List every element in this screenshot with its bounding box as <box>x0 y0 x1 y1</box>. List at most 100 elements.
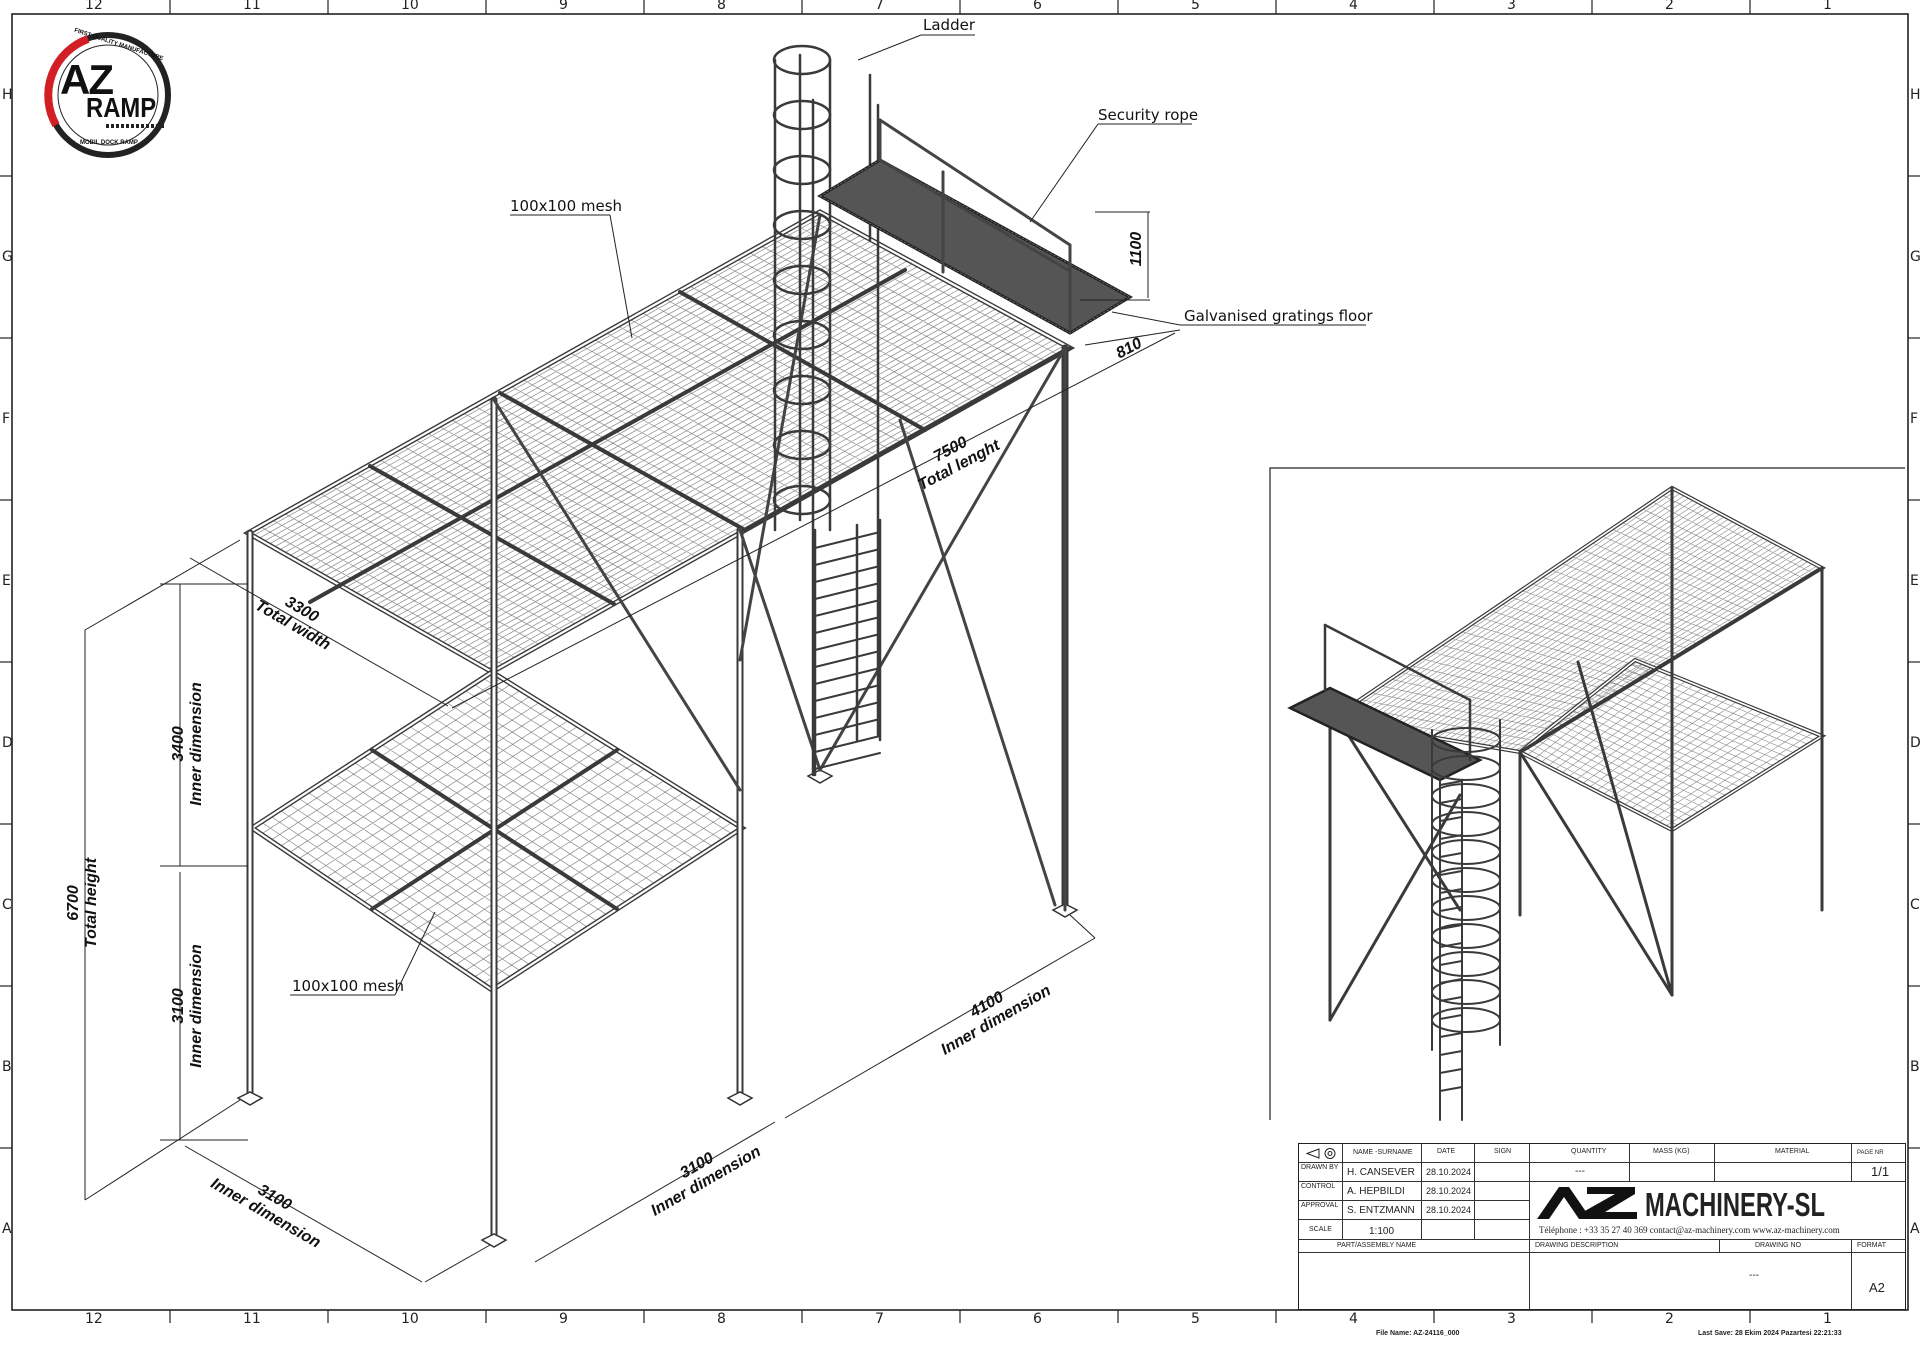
tb-row-date: 28.10.2024 <box>1426 1205 1472 1215</box>
zone-col-label-bottom: 12 <box>85 1311 103 1327</box>
dim-total-height-value: 6700 <box>65 885 83 921</box>
tb-contact: Téléphone : +33 35 27 40 369 contact@az-… <box>1539 1225 1840 1235</box>
title-block: NAME -SURNAME DATE SIGN QUANTITY MASS (K… <box>1298 1143 1906 1310</box>
tb-page-value: 1/1 <box>1871 1164 1890 1179</box>
tb-header-date: DATE <box>1437 1148 1456 1155</box>
zone-col-label-bottom: 7 <box>875 1311 884 1327</box>
inset-cage-ring <box>1431 979 1501 1005</box>
inset-ladder-rung <box>1439 996 1463 1002</box>
tb-header-mass: MASS (KG) <box>1653 1148 1690 1155</box>
inset-ladder-rung <box>1439 942 1463 948</box>
tb-header-sign: SIGN <box>1494 1148 1512 1155</box>
ladder-cage-ring <box>772 154 832 186</box>
zone-row-label-right: B <box>1910 1059 1920 1075</box>
logo-sub-text: RAMP <box>86 92 157 123</box>
ladder-cage-ring <box>772 99 832 131</box>
inset-ladder-rung <box>1439 888 1463 894</box>
ladder-cage <box>772 44 882 777</box>
logo-ring-bottom-text: MOBIL DOCK RAMP <box>80 140 138 146</box>
tb-scale-value: 1:100 <box>1369 1226 1395 1237</box>
dim-upper-inner-label: Inner dimension <box>187 682 205 806</box>
tb-header-part-name: PART/ASSEMBLY NAME <box>1337 1242 1417 1249</box>
inset-ladder-rung <box>1439 816 1463 822</box>
inset-cage-ring <box>1431 839 1501 865</box>
ladder-rung <box>814 599 881 617</box>
projection-symbol-icon <box>1305 1148 1336 1159</box>
zone-col-label-bottom: 1 <box>1823 1311 1832 1327</box>
zone-row-label-left: F <box>2 411 11 427</box>
grating-platform <box>816 158 1134 335</box>
zone-col-label-top: 2 <box>1665 0 1674 13</box>
zone-col-label-bottom: 6 <box>1033 1311 1042 1327</box>
footer-last-save: Last Save: 28 Ekim 2024 Pazartesi 22:21:… <box>1698 1330 1842 1337</box>
inset-cage-ring <box>1431 951 1501 977</box>
tb-quantity-value: --- <box>1575 1166 1585 1177</box>
ladder-rung <box>814 667 881 685</box>
callout-mesh-top: 100x100 mesh <box>510 197 623 215</box>
inset-ladder-rung <box>1439 1068 1463 1074</box>
ladder-rung <box>814 548 881 566</box>
main-structure-view <box>236 44 1134 1248</box>
tb-header-name: NAME -SURNAME <box>1353 1149 1413 1156</box>
logo-ring-icon <box>44 32 171 158</box>
zone-row-label-left: A <box>2 1221 12 1237</box>
tb-header-quantity: QUANTITY <box>1571 1148 1607 1155</box>
ladder-rung <box>814 735 881 753</box>
zone-col-label-top: 5 <box>1191 0 1200 13</box>
tb-row-name: A. HEPBILDI <box>1347 1186 1405 1197</box>
ladder-cage-ring <box>772 429 832 461</box>
zone-row-label-right: C <box>1910 897 1920 913</box>
logo-main-text: AZ <box>60 56 114 103</box>
dim-rail-height: 1100 <box>1128 231 1146 267</box>
zone-col-label-bottom: 10 <box>401 1311 419 1327</box>
zone-col-label-top: 6 <box>1033 0 1042 13</box>
az-ramp-logo: AZ RAMP FIRST QUALITY MANUFACTURE MOBIL … <box>38 28 178 160</box>
inset-cage-ring <box>1431 923 1501 949</box>
zone-row-label-left: D <box>2 735 13 751</box>
zone-col-label-top: 12 <box>85 0 103 13</box>
footer-file-name: File Name: AZ-24116_000 <box>1376 1330 1460 1337</box>
callout-mesh-bottom: 100x100 mesh <box>292 977 405 995</box>
inset-ladder-rung <box>1439 978 1463 984</box>
ladder-rung <box>814 565 881 583</box>
dim-lower-inner-value: 3100 <box>169 988 187 1024</box>
inset-ladder-rung <box>1439 924 1463 930</box>
dim-lower-inner: 3100 Inner dimension <box>170 944 206 1068</box>
tb-scale-label: SCALE <box>1309 1226 1332 1233</box>
zone-col-label-bottom: 3 <box>1507 1311 1516 1327</box>
inset-ladder-rung <box>1439 1050 1463 1056</box>
upper-deck-mesh <box>252 214 1066 670</box>
zone-row-label-right: H <box>1910 87 1920 103</box>
zone-col-label-top: 11 <box>243 0 261 13</box>
zone-row-label-right: A <box>1910 1221 1920 1237</box>
tb-format-value: A2 <box>1869 1280 1885 1295</box>
inset-ladder-rung <box>1439 1032 1463 1038</box>
ladder-cage-ring <box>772 44 832 76</box>
tb-header-material: MATERIAL <box>1775 1148 1810 1155</box>
dim-total-height: 6700 Total height <box>65 858 101 948</box>
callout-leaders <box>290 34 1366 996</box>
inset-ladder-rung <box>1439 1014 1463 1020</box>
ladder-rung <box>814 701 881 719</box>
tb-row-name: H. CANSEVER <box>1347 1167 1415 1178</box>
zone-col-label-top: 8 <box>717 0 726 13</box>
ladder-rung <box>814 718 881 736</box>
inset-cage-ring <box>1431 811 1501 837</box>
ladder-cage-ring <box>772 374 832 406</box>
inset-cage-ring <box>1431 867 1501 893</box>
inset-cage-ring <box>1431 895 1501 921</box>
zone-row-label-right: E <box>1910 573 1919 589</box>
zone-col-label-bottom: 5 <box>1191 1311 1200 1327</box>
zone-row-label-right: G <box>1910 249 1920 265</box>
zone-col-label-top: 10 <box>401 0 419 13</box>
ladder-cage-ring <box>772 209 832 241</box>
zone-row-label-left: B <box>2 1059 12 1075</box>
az-machinery-logo-icon <box>1537 1187 1637 1219</box>
inset-ladder-rung <box>1439 906 1463 912</box>
zone-col-label-bottom: 9 <box>559 1311 568 1327</box>
zone-col-label-bottom: 4 <box>1349 1311 1358 1327</box>
tb-row-date: 28.10.2024 <box>1426 1167 1472 1177</box>
inset-ladder-rung <box>1439 1086 1463 1092</box>
ladder-rung <box>814 582 881 600</box>
ladder-rung <box>814 633 881 651</box>
